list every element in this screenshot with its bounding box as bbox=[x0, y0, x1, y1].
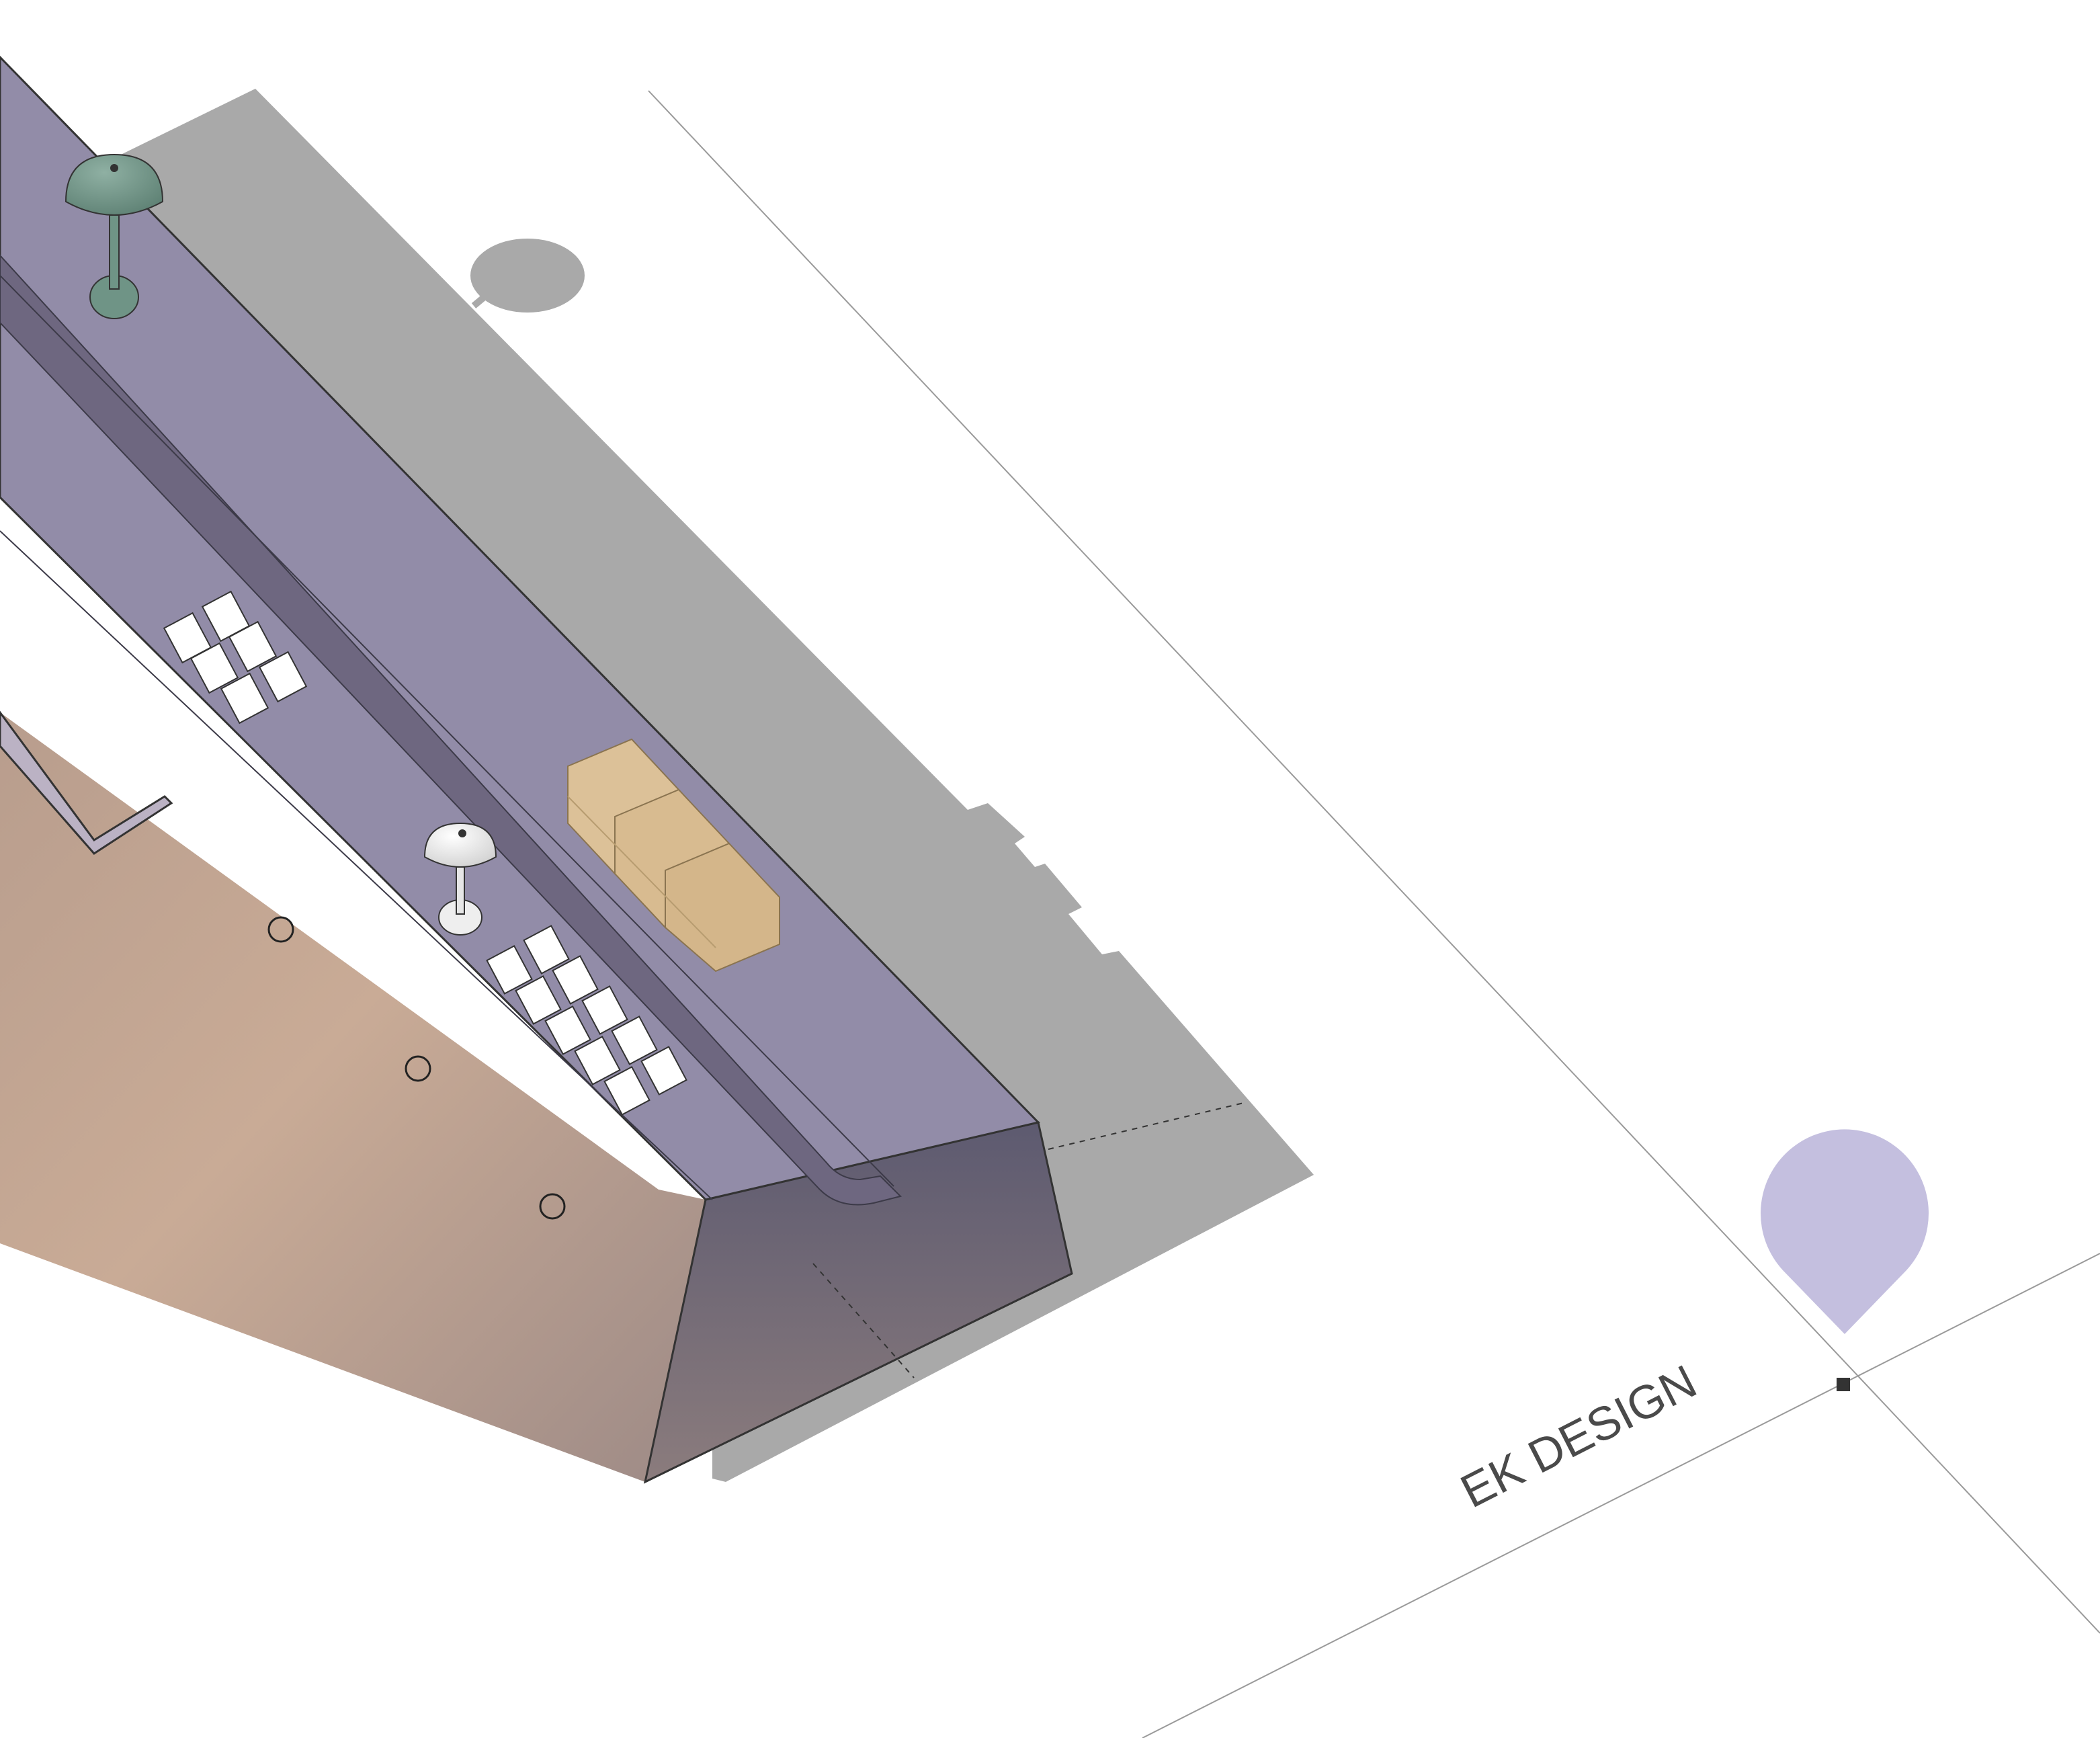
block bbox=[581, 985, 628, 1035]
hidden-line bbox=[1048, 1102, 1247, 1150]
map-pin-icon[interactable] bbox=[1761, 1129, 1929, 1334]
block bbox=[486, 945, 533, 995]
block bbox=[574, 1036, 621, 1085]
axis-lines bbox=[648, 90, 2100, 1738]
counter-channel bbox=[0, 254, 902, 1206]
fixture-mark bbox=[405, 1055, 431, 1082]
lamp-white-knob bbox=[458, 829, 466, 837]
lamp-green-stem bbox=[109, 214, 120, 290]
block bbox=[544, 1005, 591, 1055]
block bbox=[552, 955, 599, 1005]
lamp-green-shade bbox=[65, 153, 164, 216]
box bbox=[665, 842, 780, 973]
block bbox=[258, 651, 308, 703]
lamp-white-stem bbox=[456, 866, 465, 915]
block bbox=[190, 642, 239, 694]
lamp-green[interactable] bbox=[65, 153, 164, 319]
block bbox=[640, 1046, 687, 1095]
block bbox=[228, 620, 278, 673]
block bbox=[611, 1016, 658, 1065]
block-group-2[interactable] bbox=[486, 925, 687, 1116]
fixture-mark bbox=[539, 1193, 566, 1220]
map-pin-shape bbox=[1761, 1129, 1929, 1334]
block bbox=[515, 975, 562, 1025]
lamp-white-shade bbox=[423, 822, 497, 868]
box-seam bbox=[567, 796, 716, 948]
cardboard-boxes[interactable] bbox=[567, 738, 780, 973]
fixture-mark bbox=[267, 916, 294, 943]
axis-red-line bbox=[1142, 1253, 2100, 1738]
block-group-1[interactable] bbox=[163, 590, 308, 725]
lamp-shadow bbox=[470, 239, 585, 313]
counter-edge-line bbox=[0, 275, 894, 1187]
block bbox=[220, 672, 269, 725]
fixture-marks bbox=[267, 916, 566, 1220]
counter-side-face bbox=[0, 712, 706, 1482]
counter-shelf bbox=[0, 710, 173, 855]
watermark-text: EK DESIGN bbox=[1452, 1355, 1704, 1518]
counter-edge-line-2 bbox=[0, 530, 713, 1200]
block bbox=[523, 925, 570, 975]
hidden-line-2 bbox=[812, 1263, 915, 1378]
lamp-shadow-stem bbox=[471, 286, 497, 308]
lamp-white[interactable] bbox=[423, 822, 497, 936]
axis-origin-icon[interactable] bbox=[1837, 1378, 1850, 1391]
lamp-green-knob bbox=[110, 164, 118, 172]
block bbox=[603, 1066, 650, 1116]
